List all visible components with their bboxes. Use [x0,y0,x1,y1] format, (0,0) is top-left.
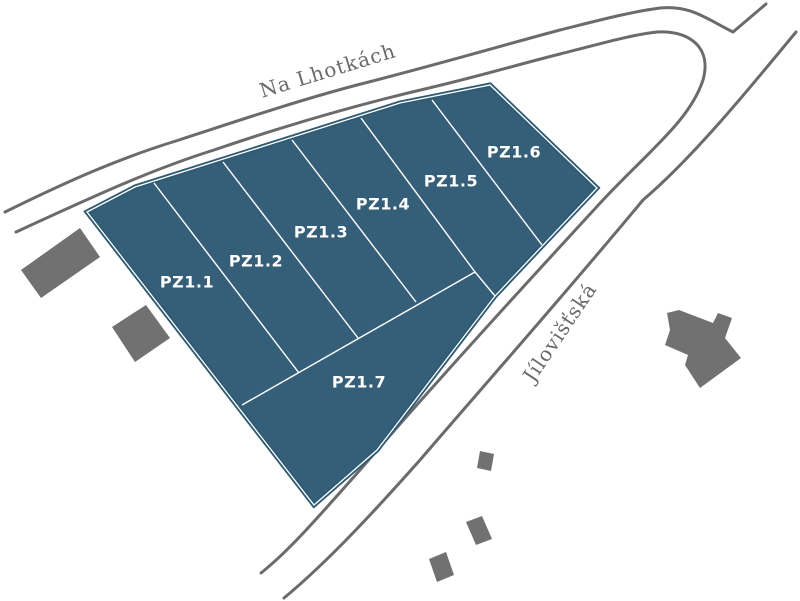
na-lhotkach-road-north-edge [3,2,768,214]
plot-label-pz1-2[interactable]: PZ1.2 [229,252,283,271]
parcel-pz1 [83,82,601,509]
building [466,516,492,545]
building [21,228,100,298]
plot-divider [241,271,476,406]
building [112,305,170,362]
plot-label-pz1-7[interactable]: PZ1.7 [332,373,386,392]
na-lhotkach-road-south-edge [14,30,707,575]
roads [3,2,798,600]
plot-divider [222,161,359,339]
plot-divider [431,99,543,246]
plot-label-pz1-1[interactable]: PZ1.1 [160,273,214,292]
jilovistska-road-east-edge [282,30,798,600]
parcel-border-inner [86,84,598,506]
building [665,310,741,388]
plot-label-pz1-5[interactable]: PZ1.5 [424,172,478,191]
building [429,552,454,582]
plot-labels: PZ1.1 PZ1.2 PZ1.3 PZ1.4 PZ1.5 PZ1.6 PZ1.… [160,143,541,392]
plot-label-pz1-6[interactable]: PZ1.6 [487,143,541,162]
plot-divider [291,139,417,303]
parcel-area [87,85,597,505]
plot-label-pz1-3[interactable]: PZ1.3 [294,223,348,242]
plot-divider [153,182,300,374]
buildings [21,228,741,582]
plot-label-pz1-4[interactable]: PZ1.4 [356,195,410,214]
building [477,451,494,471]
